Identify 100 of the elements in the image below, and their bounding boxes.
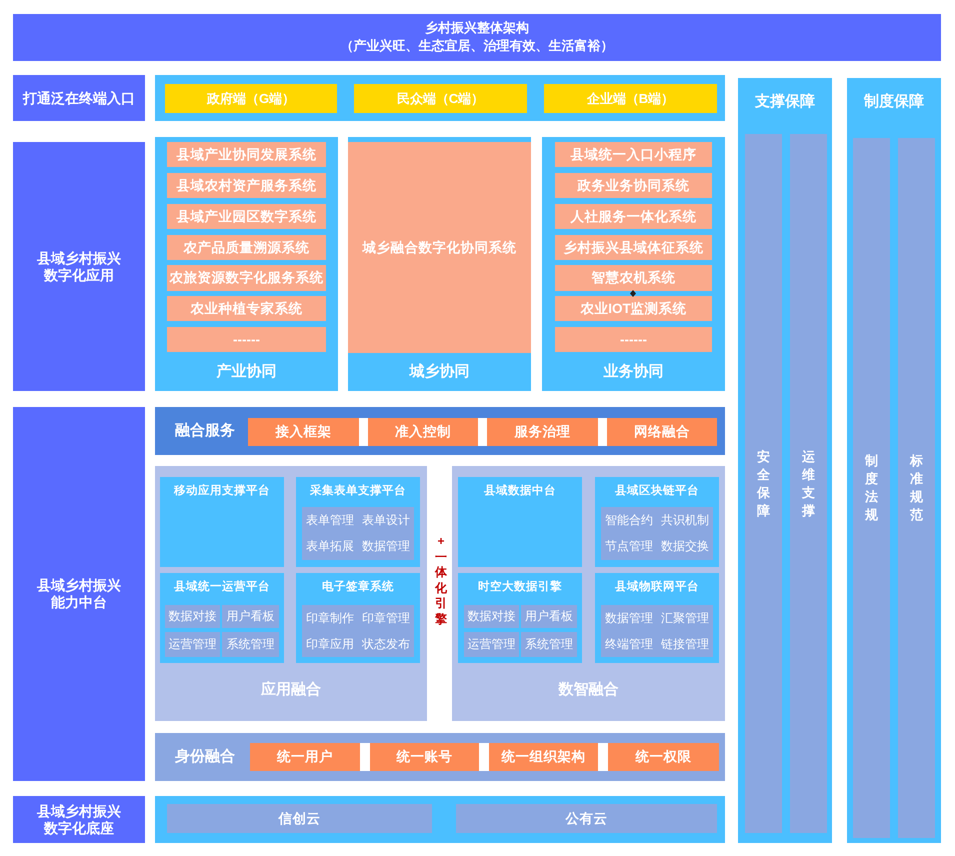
function-panel	[601, 605, 713, 657]
function-label: 数据管理	[362, 538, 410, 556]
platform-box: 县域数据中台	[458, 477, 582, 567]
terminal-box: 民众端（C端）	[354, 84, 527, 113]
function-box: 数据对接	[464, 605, 519, 628]
function-label: 印章管理	[362, 610, 410, 626]
support-column	[738, 78, 832, 843]
function-label: 数据管理	[605, 610, 653, 626]
function-box: 系统管理	[521, 632, 577, 657]
support-bar: 安全保障	[745, 134, 782, 833]
system-box: 农业IOT监测系统	[555, 296, 712, 321]
band-title: 融合服务	[175, 422, 235, 440]
function-label: 表单拓展	[306, 538, 354, 556]
title-text: 乡村振兴整体架构	[425, 19, 529, 36]
layer-box: 打通泛在终端入口	[13, 75, 145, 121]
layer-box: 县域乡村振兴数字化应用	[13, 142, 145, 391]
function-box: 用户看板	[521, 605, 577, 628]
terminal-box: 企业端（B端）	[544, 84, 717, 113]
system-box: 乡村振兴县域体征系统	[555, 235, 712, 260]
function-panel	[302, 605, 414, 657]
platform-box	[160, 573, 284, 663]
function-label: 数据交换	[661, 538, 709, 556]
platform-box	[458, 573, 582, 663]
group-panel	[348, 137, 531, 391]
system-box: 县域农村资产服务系统	[167, 173, 326, 198]
support-bar: 制度法规	[853, 138, 890, 838]
group-title: 业务协同	[604, 363, 664, 381]
title-banner	[13, 14, 941, 61]
function-label: 终端管理	[605, 636, 653, 652]
function-box: 数据对接	[165, 605, 220, 628]
panel-title: 应用融合	[261, 681, 321, 699]
support-column	[847, 78, 941, 843]
function-label: 智能合约	[605, 512, 653, 529]
panel-title: 数智融合	[558, 681, 618, 699]
function-box: 运营管理	[464, 632, 519, 657]
column-title: 制度保障	[864, 93, 924, 111]
system-box: 农旅资源数字化服务系统	[167, 265, 326, 291]
layer-box: 县域乡村振兴能力中台	[13, 407, 145, 781]
service-box: 准入控制	[368, 418, 478, 446]
function-box: 用户看板	[222, 605, 279, 628]
system-box: ------	[167, 327, 326, 352]
platform-box: 移动应用支撑平台	[160, 477, 284, 567]
function-label: 印章应用	[306, 636, 354, 652]
group-title: 产业协同	[216, 363, 276, 381]
identity-box: 统一用户	[250, 743, 360, 771]
system-box: 政务业务协同系统	[555, 173, 712, 198]
function-label: 汇聚管理	[661, 610, 709, 626]
band-title: 身份融合	[175, 748, 235, 766]
system-box: 县域产业协同发展系统	[167, 142, 326, 167]
terminal-box: 政府端（G端）	[165, 84, 337, 113]
system-box: 农业种植专家系统	[167, 296, 326, 321]
support-bar: 运维支撑	[790, 134, 827, 833]
function-label: 节点管理	[605, 538, 653, 556]
group-panel	[542, 137, 725, 391]
identity-box: 统一组织架构	[489, 743, 598, 771]
support-bar: 标准规范	[898, 138, 935, 838]
identity-box: 统一账号	[370, 743, 479, 771]
platform-title: 采集表单支撑平台	[310, 483, 406, 499]
system-box: 城乡融合数字化协同系统	[348, 142, 531, 353]
platform-title: 电子签章系统	[322, 579, 394, 595]
cloud-box: 信创云	[167, 804, 432, 833]
function-panel	[302, 507, 414, 560]
function-box: 系统管理	[222, 632, 279, 657]
service-box: 网络融合	[607, 418, 717, 446]
subtitle-text: （产业兴旺、生态宜居、治理有效、生活富裕）	[340, 37, 614, 54]
platform-title: 县域区块链平台	[615, 483, 699, 499]
identity-box: 统一权限	[608, 743, 719, 771]
function-label: 共识机制	[661, 512, 709, 529]
platform-title: 县域物联网平台	[615, 579, 699, 595]
layer-box: 县域乡村振兴数字化底座	[13, 796, 145, 843]
function-label: 表单管理	[306, 512, 354, 529]
system-box: 人社服务一体化系统	[555, 204, 712, 229]
group-title: 城乡协同	[410, 363, 470, 381]
system-box: 县域统一入口小程序	[555, 142, 712, 167]
platform-title: 县域统一运营平台	[174, 579, 270, 595]
fusion-panel	[452, 466, 725, 721]
service-box: 接入框架	[248, 418, 359, 446]
platform-box	[595, 477, 719, 567]
column-title: 支撑保障	[755, 93, 815, 111]
function-label: 状态发布	[362, 636, 410, 652]
system-box: 智慧农机系统	[555, 265, 712, 291]
function-panel	[601, 507, 713, 560]
system-box: 农产品质量溯源系统	[167, 235, 326, 260]
system-box: 县域产业园区数字系统	[167, 204, 326, 229]
group-panel	[155, 137, 338, 391]
system-box: ------	[555, 327, 712, 352]
platform-box	[595, 573, 719, 663]
engine-label: +一体化引擎	[434, 534, 448, 627]
cloud-box: 公有云	[456, 804, 717, 833]
function-box: 运营管理	[165, 632, 220, 657]
platform-box	[296, 477, 420, 567]
function-label: 印章制作	[306, 610, 354, 626]
service-box: 服务治理	[487, 418, 598, 446]
service-band	[155, 407, 725, 455]
platform-box	[296, 573, 420, 663]
identity-band	[155, 733, 725, 781]
fusion-panel	[155, 466, 427, 721]
cloud-panel	[155, 796, 725, 843]
platform-title: 时空大数据引擎	[478, 579, 562, 595]
entry-panel	[155, 75, 725, 121]
